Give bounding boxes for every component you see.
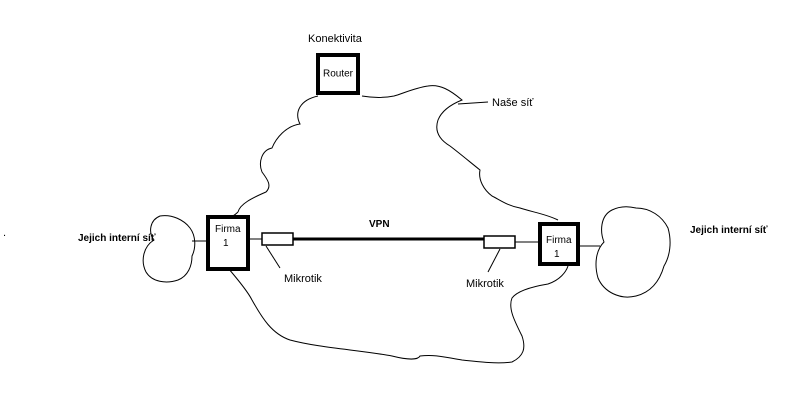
firma-right-label-line1: Firma [546, 235, 572, 246]
mikrotik-left-leader [265, 245, 281, 269]
firma-right-label-line2: 1 [554, 249, 560, 260]
mikrotik-left-label: Mikrotik [284, 273, 322, 285]
stray-dot: . [3, 227, 6, 239]
mikrotik-right-leader [487, 248, 501, 273]
konektivita-label: Konektivita [308, 33, 363, 45]
mikrotik-left-box [261, 232, 294, 246]
firma-right-box [538, 222, 580, 266]
router-label: Router [323, 69, 354, 80]
left-internal-cloud [142, 215, 196, 283]
firma-left-label-line2: 1 [223, 238, 229, 249]
jejich-left-label: Jejich interní síť [78, 233, 156, 244]
nase-sit-label: Naše síť [492, 97, 534, 109]
mikrotik-right-box [483, 235, 516, 249]
nase-sit-leader [457, 101, 489, 105]
vpn-label: VPN [369, 219, 390, 230]
firma-left-box [206, 215, 250, 271]
jejich-right-label: Jejich interní síť [690, 225, 768, 236]
mikrotik-right-label: Mikrotik [466, 278, 504, 290]
main-network-cloud [227, 85, 569, 364]
right-internal-cloud [595, 206, 671, 298]
firma-left-label-line1: Firma [215, 224, 241, 235]
router-box [316, 53, 360, 95]
